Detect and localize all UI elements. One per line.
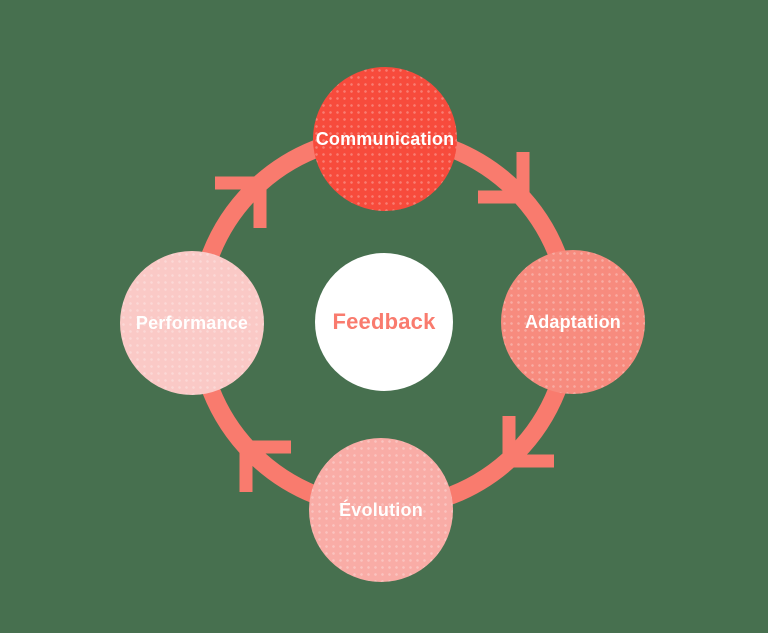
clockwise-arrow-top-left-icon <box>215 176 267 228</box>
node-performance: Performance <box>120 251 264 395</box>
node-evolution-label: Évolution <box>339 499 423 520</box>
node-adaptation-label: Adaptation <box>525 311 621 332</box>
node-communication: Communication <box>313 67 457 211</box>
clockwise-arrow-bottom-right-icon <box>502 416 554 468</box>
node-communication-label: Communication <box>315 128 455 149</box>
clockwise-arrow-bottom-left-icon <box>239 440 291 492</box>
clockwise-arrow-top-right-icon <box>478 152 530 204</box>
node-performance-label: Performance <box>135 312 249 333</box>
node-evolution: Évolution <box>309 438 453 582</box>
node-adaptation: Adaptation <box>501 250 645 394</box>
node-feedback-center: Feedback <box>315 253 453 391</box>
center-label: Feedback <box>332 309 436 334</box>
